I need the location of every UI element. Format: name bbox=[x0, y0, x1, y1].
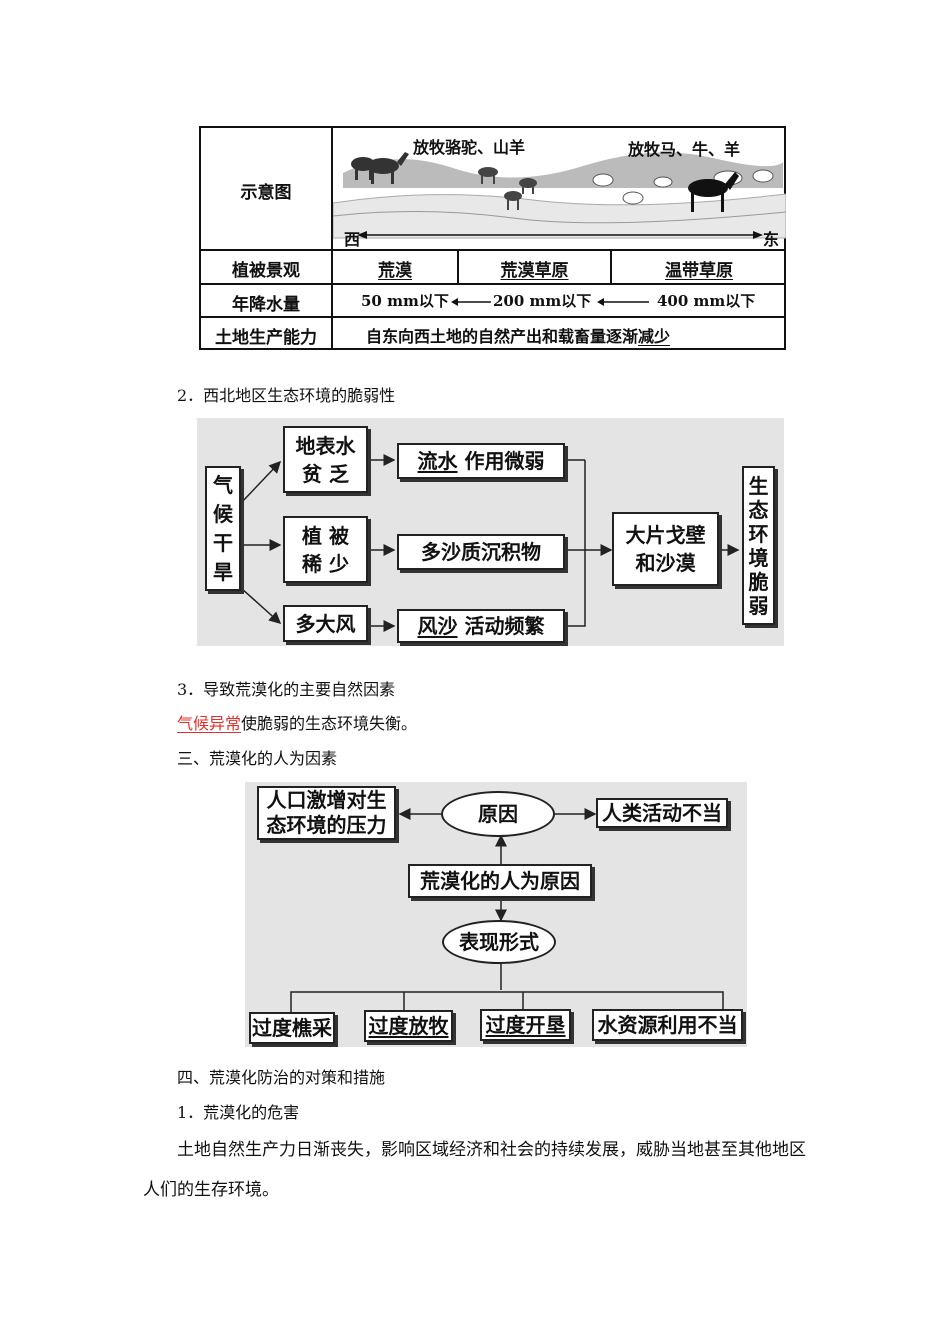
vegetation-table: 示意图 植被景观 年降水量 土地生产能力 bbox=[199, 126, 786, 350]
box-fragile-ecology: 生态环境脆弱 bbox=[742, 466, 775, 625]
label-west: 西 bbox=[344, 230, 361, 249]
precip-50: 50 mm以下 bbox=[361, 292, 449, 310]
grazing-illustration bbox=[333, 152, 786, 239]
highlight-climate-anomaly: 气候异常 bbox=[177, 714, 242, 733]
caption-camel-goat: 放牧骆驼、山羊 bbox=[413, 138, 526, 157]
box-overcultivation: 过度开垦 bbox=[480, 1009, 571, 1041]
box-sandy-deposits: 多沙质沉积物 bbox=[397, 534, 565, 570]
label-east: 东 bbox=[763, 230, 780, 249]
part3-heading: 三、荒漠化的人为因素 bbox=[177, 749, 338, 768]
box-population-pressure: 人口激增对生态环境的压力 bbox=[257, 786, 396, 840]
vegetation-desert-steppe: 荒漠草原 bbox=[500, 261, 569, 281]
row-label-vegetation: 植被景观 bbox=[232, 261, 300, 281]
vegetation-desert: 荒漠 bbox=[378, 261, 412, 281]
section3-heading: 3．导致荒漠化的主要自然因素 bbox=[177, 680, 396, 699]
section3-text: 气候异常使脆弱的生态环境失衡。 bbox=[177, 714, 418, 733]
precip-200: 200 mm以下 bbox=[493, 292, 592, 310]
box-human-causes: 荒漠化的人为原因 bbox=[408, 864, 592, 898]
box-sparse-vegetation: 植 被稀 少 bbox=[283, 516, 368, 583]
part4-paragraph-line1: 土地自然生产力日渐丧失，影响区域经济和社会的持续发展，威胁当地甚至其他地区 bbox=[177, 1140, 806, 1160]
productivity-emph: 减少 bbox=[638, 327, 671, 346]
part4-paragraph-line2: 人们的生存环境。 bbox=[143, 1180, 279, 1200]
ellipse-manifestation: 表现形式 bbox=[442, 920, 556, 964]
box-water-misuse: 水资源利用不当 bbox=[592, 1009, 743, 1041]
caption-horse-cattle-sheep: 放牧马、牛、羊 bbox=[628, 140, 741, 159]
precip-400: 400 mm以下 bbox=[657, 292, 756, 310]
arrow-left-icon bbox=[451, 298, 491, 306]
cause-dry-climate: 气候干旱 bbox=[205, 466, 241, 591]
box-weak-running-water: 流水 作用微弱 bbox=[397, 443, 565, 479]
box-overcutting: 过度樵采 bbox=[249, 1012, 335, 1044]
part4-heading: 四、荒漠化防治的对策和措施 bbox=[177, 1068, 386, 1087]
box-overgrazing: 过度放牧 bbox=[364, 1010, 453, 1042]
box-surface-water-scarce: 地表水贫 乏 bbox=[283, 426, 368, 493]
part4-sub1: 1．荒漠化的危害 bbox=[177, 1103, 300, 1122]
row-label-diagram: 示意图 bbox=[240, 183, 292, 203]
ellipse-reason: 原因 bbox=[441, 791, 555, 837]
row-label-productivity: 土地生产能力 bbox=[215, 328, 317, 348]
fragility-arrows bbox=[240, 454, 740, 632]
box-improper-activity: 人类活动不当 bbox=[596, 798, 728, 828]
row-label-precipitation: 年降水量 bbox=[232, 295, 300, 315]
human-factors-arrows bbox=[290, 808, 724, 1012]
section2-heading: 2．西北地区生态环境的脆弱性 bbox=[177, 386, 396, 405]
box-gobi-desert: 大片戈壁和沙漠 bbox=[612, 512, 719, 586]
box-strong-wind: 多大风 bbox=[283, 605, 368, 642]
box-frequent-sandstorm: 风沙 活动频繁 bbox=[397, 609, 565, 643]
arrow-left-icon bbox=[597, 298, 649, 306]
productivity-text: 自东向西土地的自然产出和载畜量逐渐减少 bbox=[366, 327, 671, 346]
vegetation-temperate-steppe: 温带草原 bbox=[665, 261, 733, 281]
